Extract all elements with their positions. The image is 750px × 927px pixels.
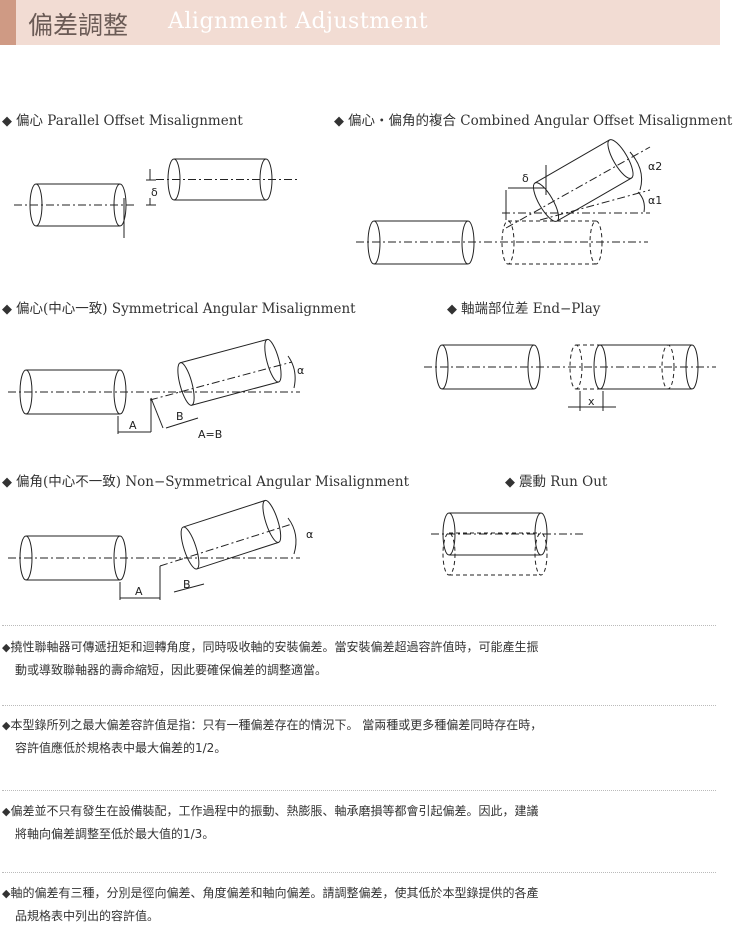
x-label: x <box>588 395 595 408</box>
diamond-bullet: ◆ <box>2 302 12 317</box>
b-label: B <box>176 410 184 423</box>
note-line: 本型錄所列之最大偏差容許值是指：只有一種偏差存在的情況下。 當兩種或更多種偏差同… <box>10 718 543 732</box>
diamond-bullet: ◆ <box>2 805 11 818</box>
b-label: B <box>183 578 191 591</box>
note-line: 軸的偏差有三種，分別是徑向偏差、角度偏差和軸向偏差。請調整偏差，使其低於本型錄提… <box>10 886 539 900</box>
alpha-label: α <box>306 528 313 541</box>
divider <box>2 625 716 626</box>
note-line: 容許值應低於規格表中最大偏差的1/2。 <box>15 741 227 755</box>
diamond-bullet: ◆ <box>447 302 457 317</box>
note-item: ◆偏差並不只有發生在設備裝配，工作過程中的振動、熱膨脹、軸承磨損等都會引起偏差。… <box>2 800 722 845</box>
note-item: ◆軸的偏差有三種，分別是徑向偏差、角度偏差和軸向偏差。請調整偏差，使其低於本型錄… <box>2 882 722 927</box>
divider <box>2 872 716 873</box>
delta-label: δ <box>151 186 158 199</box>
page-subtitle: Alignment Adjustment <box>168 9 429 34</box>
diamond-bullet: ◆ <box>2 719 11 732</box>
divider <box>2 705 716 706</box>
note-line: 撓性聯軸器可傳遞扭矩和迴轉角度，同時吸收軸的安裝偏差。當安裝偏差超過容許值時，可… <box>10 640 539 654</box>
diamond-bullet: ◆ <box>2 475 12 490</box>
end-play-diagram: x <box>424 344 716 411</box>
alpha-label: α <box>297 364 304 377</box>
note-item: ◆撓性聯軸器可傳遞扭矩和迴轉角度，同時吸收軸的安裝偏差。當安裝偏差超過容許值時，… <box>2 636 722 681</box>
section-title-parallel: ◆ 偏心 Parallel Offset Misalignment <box>2 109 243 129</box>
section-title-runout: ◆ 震動 Run Out <box>505 470 607 490</box>
a-label: A <box>129 419 137 432</box>
section-title-text: 偏心 Parallel Offset Misalignment <box>16 113 243 129</box>
section-title-text: 軸端部位差 End−Play <box>461 301 601 317</box>
symmetrical-angular-diagram: A B A=B α <box>8 338 304 441</box>
non-symmetrical-angular-diagram: A B α <box>8 499 313 600</box>
equation-label: A=B <box>198 428 222 441</box>
section-title-endplay: ◆ 軸端部位差 End−Play <box>447 297 600 317</box>
diamond-bullet: ◆ <box>2 641 11 654</box>
parallel-offset-diagram: δ <box>14 158 298 238</box>
diamond-bullet: ◆ <box>2 114 12 129</box>
diamond-bullet: ◆ <box>334 114 344 129</box>
run-out-diagram <box>431 512 585 576</box>
alpha2-label: α2 <box>648 160 662 173</box>
section-title-text: 偏角(中心不一致) Non−Symmetrical Angular Misali… <box>16 474 410 490</box>
section-title-text: 震動 Run Out <box>519 474 608 490</box>
page-title: 偏差調整 <box>28 11 129 40</box>
alpha1-label: α1 <box>648 194 662 207</box>
header-accent-bar <box>0 0 16 45</box>
diamond-bullet: ◆ <box>505 475 515 490</box>
delta-label: δ <box>522 172 529 185</box>
a-label: A <box>135 585 143 598</box>
combined-misalignment-diagram: δ α2 α1 <box>356 139 662 265</box>
note-line: 偏差並不只有發生在設備裝配，工作過程中的振動、熱膨脹、軸承磨損等都會引起偏差。因… <box>10 804 539 818</box>
note-line: 品規格表中列出的容許值。 <box>15 909 160 923</box>
section-title-nonsymmetrical: ◆ 偏角(中心不一致) Non−Symmetrical Angular Misal… <box>2 470 409 490</box>
section-title-combined: ◆ 偏心・偏角的複合 Combined Angular Offset Misali… <box>334 109 732 129</box>
header-band: 偏差調整 Alignment Adjustment <box>0 0 720 45</box>
section-title-text: 偏心(中心一致) Symmetrical Angular Misalignmen… <box>16 301 356 317</box>
section-title-text: 偏心・偏角的複合 Combined Angular Offset Misalig… <box>348 113 733 129</box>
section-title-symmetrical: ◆ 偏心(中心一致) Symmetrical Angular Misalignme… <box>2 297 356 317</box>
note-line: 動或導致聯軸器的壽命縮短，因此要確保偏差的調整適當。 <box>15 663 328 677</box>
diamond-bullet: ◆ <box>2 887 11 900</box>
note-line: 將軸向偏差調整至低於最大值的1/3。 <box>15 827 215 841</box>
divider <box>2 790 716 791</box>
note-item: ◆本型錄所列之最大偏差容許值是指：只有一種偏差存在的情況下。 當兩種或更多種偏差… <box>2 714 722 759</box>
